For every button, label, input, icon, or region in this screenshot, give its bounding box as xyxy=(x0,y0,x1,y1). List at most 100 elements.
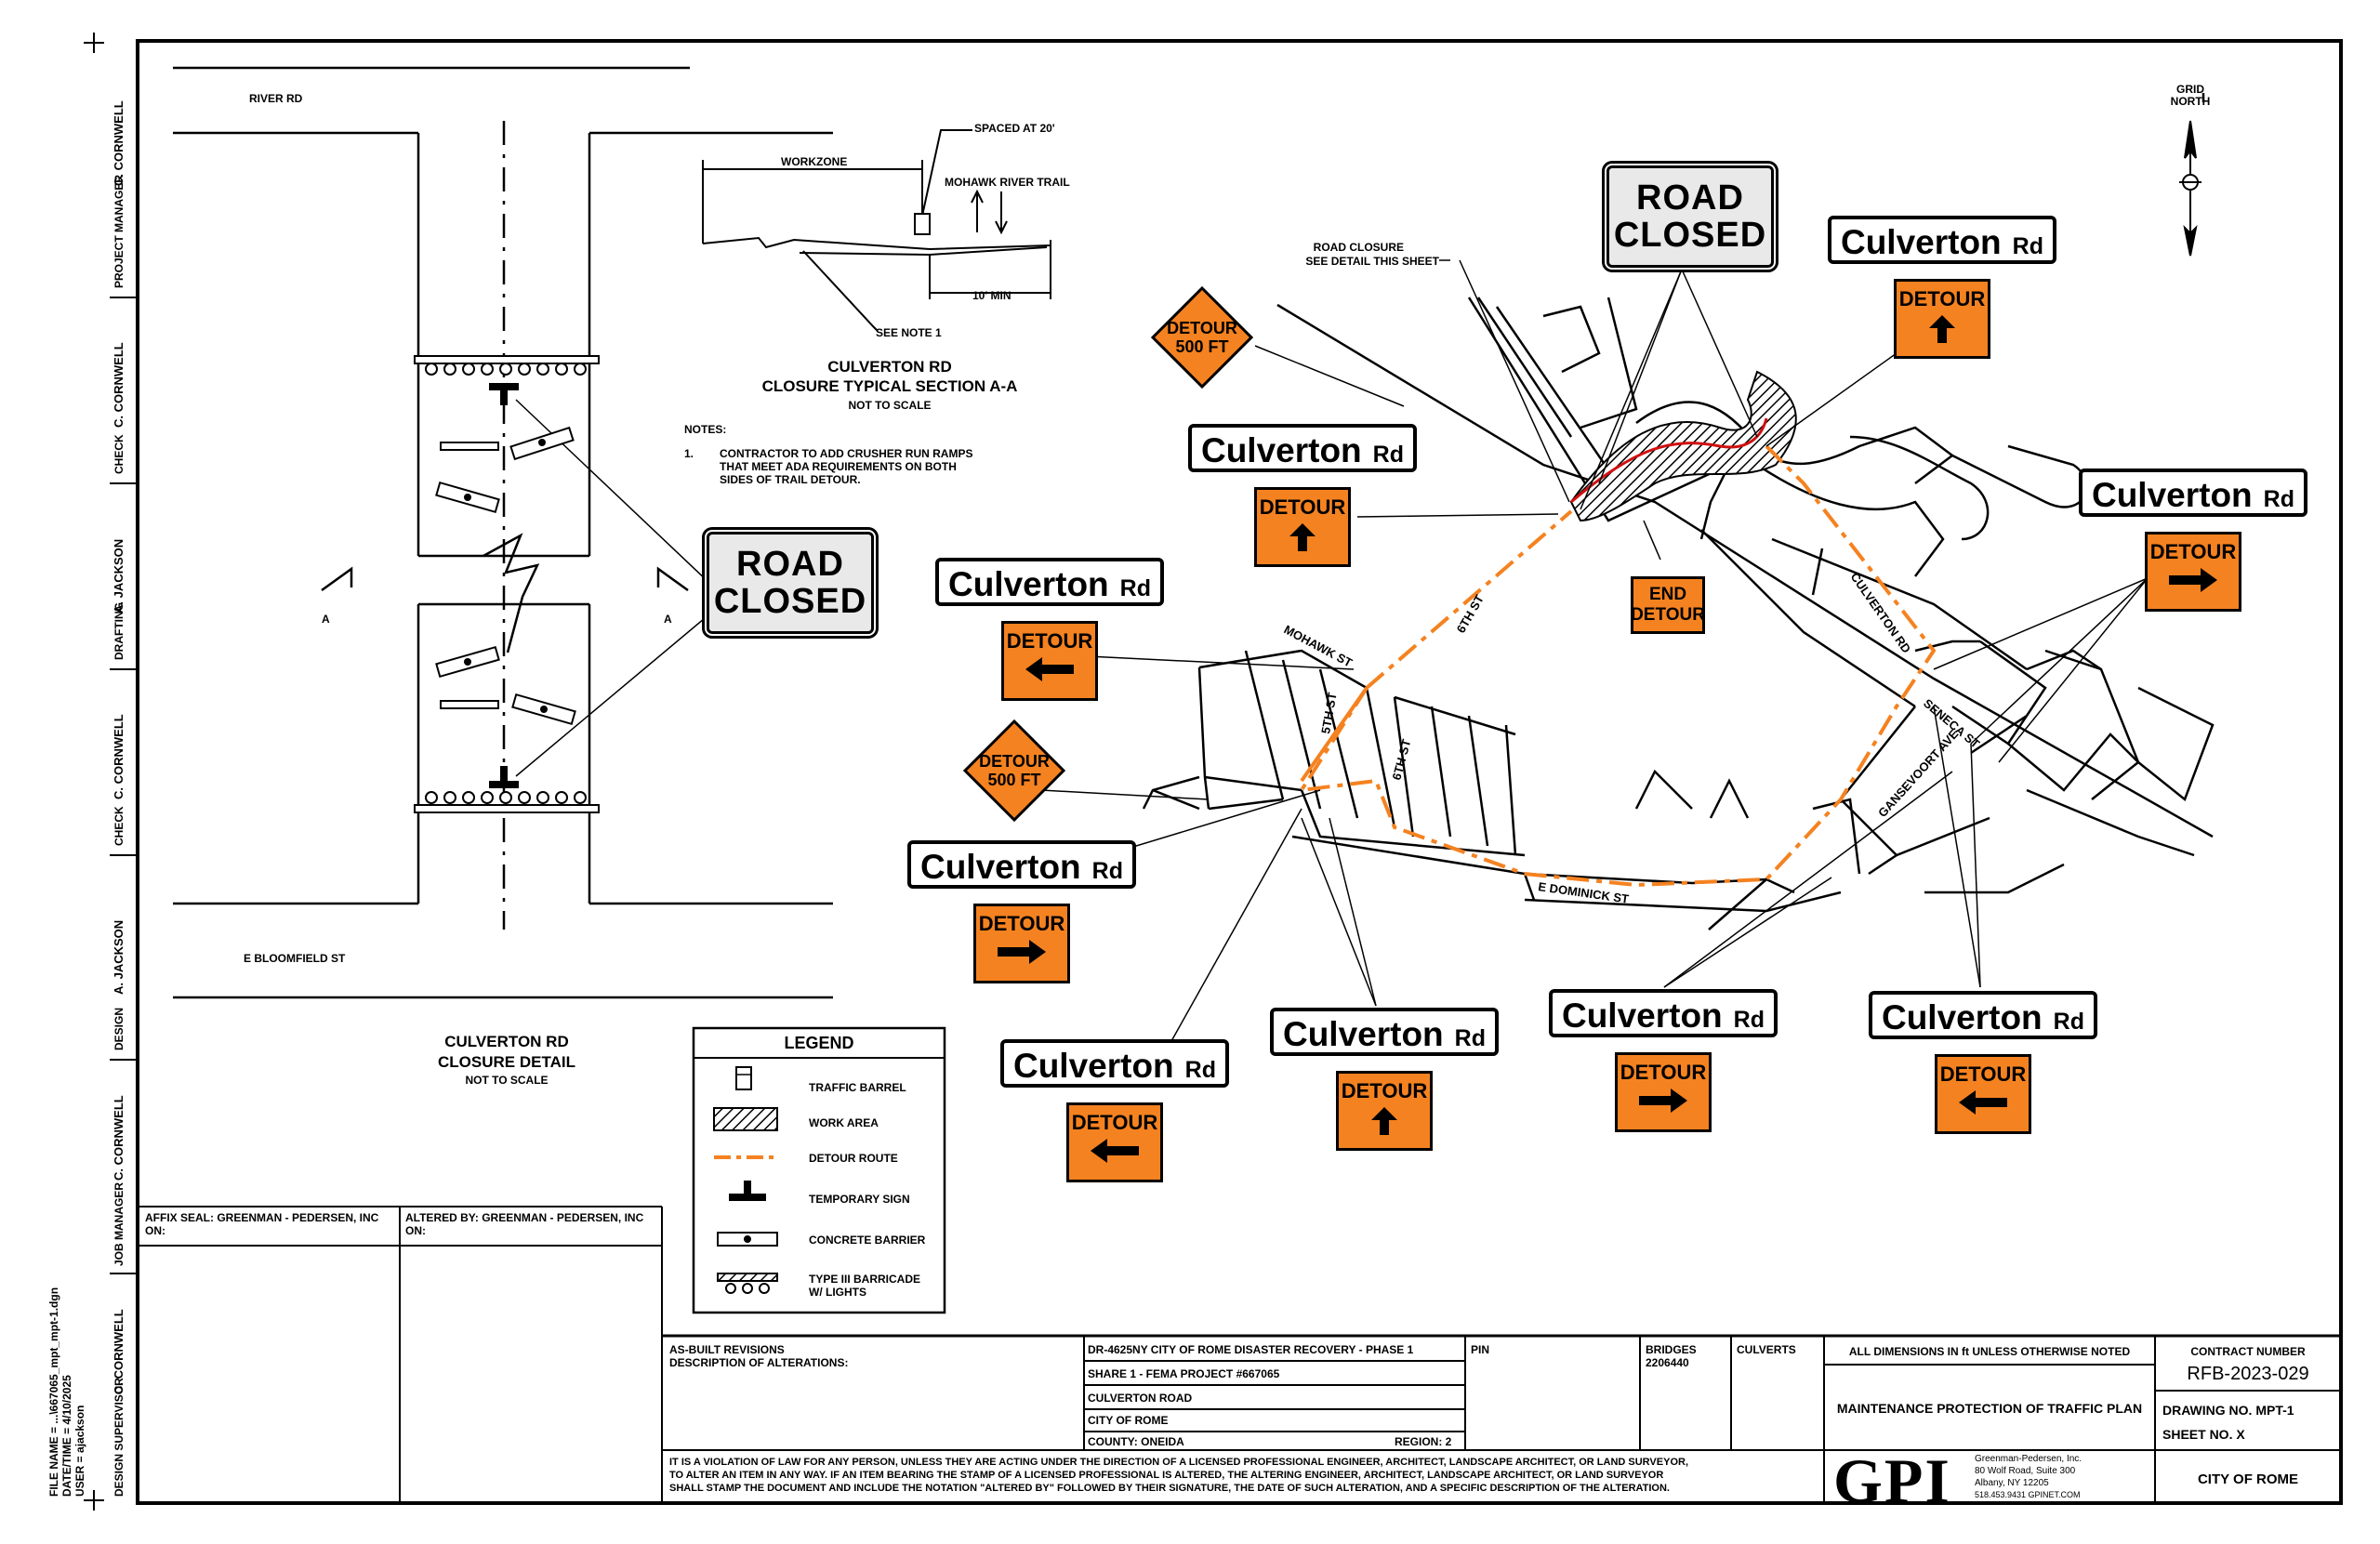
typical-section-title: CULVERTON RD xyxy=(827,358,952,376)
detour-route xyxy=(1298,444,1937,888)
city-label: CITY OF ROME xyxy=(2198,1471,2298,1487)
legend-box xyxy=(692,1026,946,1314)
workzone-label: WORKZONE xyxy=(781,155,847,168)
sheet-number: SHEET NO. X xyxy=(2162,1427,2245,1442)
contract-number: RFB-2023-029 xyxy=(2187,1364,2308,1384)
detour-panel: DETOUR xyxy=(1066,1102,1163,1182)
detour-label: DETOUR xyxy=(1898,287,1986,310)
dims-note: ALL DIMENSIONS IN ft UNLESS OTHERWISE NO… xyxy=(1849,1345,2131,1358)
legal-line-2: TO ALTER AN ITEM IN ANY WAY. IF AN ITEM … xyxy=(669,1470,1663,1481)
project-line-4: CITY OF ROME xyxy=(1088,1414,1168,1427)
detour-panel: DETOUR xyxy=(1615,1052,1712,1132)
spaced-label: SPACED AT 20' xyxy=(974,122,1055,135)
as-built-label: AS-BUILT REVISIONS xyxy=(669,1343,785,1356)
diamond-shape xyxy=(962,719,1066,823)
arrow-up-icon xyxy=(1929,315,1955,343)
closure-detail-title: CULVERTON RD xyxy=(444,1033,569,1050)
route-name: Culverton xyxy=(1561,996,1723,1035)
route-suffix: Rd xyxy=(2263,486,2294,512)
detour-panel: DETOUR xyxy=(973,904,1070,983)
project-line-2: SHARE 1 - FEMA PROJECT #667065 xyxy=(1088,1367,1280,1380)
road-closed-sign-detail: ROAD CLOSED xyxy=(705,530,876,636)
file-user: USER = ajackson xyxy=(73,1405,86,1497)
arrow-up-icon xyxy=(1289,523,1316,551)
arrow-left-icon xyxy=(1959,1090,2007,1115)
role-check-1: CHECK xyxy=(112,434,126,474)
name-design-supervisor: C. CORNWELL xyxy=(112,1309,126,1394)
detour-panel: DETOUR xyxy=(1336,1071,1433,1151)
file-name: FILE NAME = ...\667065_mpt_mpt-1.dgn xyxy=(47,1287,60,1497)
e-bloomfield-st-label: E BLOOMFIELD ST xyxy=(244,952,346,965)
desc-alt-label: DESCRIPTION OF ALTERATIONS: xyxy=(669,1356,848,1369)
typical-section-title2: CLOSURE TYPICAL SECTION A-A xyxy=(762,377,1018,395)
note-1-line-2: THAT MEET ADA REQUIREMENTS ON BOTH xyxy=(720,460,957,473)
street-mohawk-st: MOHAWK ST xyxy=(1282,622,1355,669)
closure-detail-scale: NOT TO SCALE xyxy=(465,1074,548,1087)
name-design: A. JACKSON xyxy=(112,920,126,995)
detour-label: DETOUR xyxy=(1341,1079,1428,1102)
legend-title: LEGEND xyxy=(784,1034,853,1052)
end-detour-sign: END DETOUR xyxy=(1631,576,1705,634)
gpi-address-4: 518.453.9431 GPINET.COM xyxy=(1975,1490,2081,1499)
road-closed-line-2: CLOSED xyxy=(1613,216,1767,255)
route-name: Culverton xyxy=(2091,476,2253,514)
name-check-2: C. CORNWELL xyxy=(112,714,126,799)
end-detour-line-2: DETOUR xyxy=(1631,605,1705,625)
legal-line-3: SHALL STAMP THE DOCUMENT AND INCLUDE THE… xyxy=(669,1483,1670,1494)
trail-barrel xyxy=(914,213,931,235)
river-rd-label: RIVER RD xyxy=(249,92,303,105)
road-closed-line-1: ROAD xyxy=(736,545,844,584)
route-name: Culverton xyxy=(1881,998,2043,1036)
file-date: DATE/TIME = 4/10/2025 xyxy=(60,1375,73,1497)
bridges-number: 2206440 xyxy=(1646,1356,1689,1369)
legend-traffic-barrel: TRAFFIC BARREL xyxy=(809,1081,906,1094)
left-strip-text: PROJECT MANAGER C. CORNWELL CHECK C. COR… xyxy=(47,100,126,1497)
legend-barricade: TYPE III BARRICADE xyxy=(809,1273,920,1286)
road-closure-note-2: SEE DETAIL THIS SHEET xyxy=(1305,255,1439,268)
detour-ahead-line-1: DETOUR xyxy=(979,752,1050,771)
detour-label: DETOUR xyxy=(1620,1061,1707,1084)
trail-label: MOHAWK RIVER TRAIL xyxy=(945,176,1070,189)
route-name-panel: Culverton Rd xyxy=(1869,991,2097,1039)
role-drafting: DRAFTING xyxy=(112,602,126,660)
arrow-right-icon xyxy=(1639,1089,1687,1113)
role-project-manager: PROJECT MANAGER xyxy=(112,175,126,288)
detour-panel: DETOUR xyxy=(1935,1054,2031,1134)
contract-number-label: CONTRACT NUMBER xyxy=(2190,1345,2306,1358)
registration-marks xyxy=(84,33,104,1511)
detour-ahead-line-1: DETOUR xyxy=(1167,319,1237,337)
detour-ahead-line-2: 500 FT xyxy=(1175,337,1229,356)
affix-seal-on: ON: xyxy=(145,1224,165,1237)
name-drafting: A. JACKSON xyxy=(112,539,126,614)
detour-label: DETOUR xyxy=(1939,1062,2027,1086)
grid-north-arrow xyxy=(2179,120,2202,257)
affix-seal-label: AFFIX SEAL: GREENMAN - PEDERSEN, INC xyxy=(145,1211,379,1224)
legend-temporary-sign: TEMPORARY SIGN xyxy=(809,1193,910,1206)
min-width-label: 10' MIN xyxy=(972,289,1012,302)
street-6th-st-lower: 6TH ST xyxy=(1389,738,1413,782)
diamond-fill xyxy=(962,719,1066,823)
county-label: COUNTY: ONEIDA xyxy=(1088,1435,1184,1448)
legal-line-1: IT IS A VIOLATION OF LAW FOR ANY PERSON,… xyxy=(669,1457,1688,1468)
typical-section-drawing xyxy=(702,129,1051,332)
project-line-1: DR-4625NY CITY OF ROME DISASTER RECOVERY… xyxy=(1088,1343,1414,1356)
plan-streets xyxy=(1142,93,2215,930)
route-name: Culverton xyxy=(1840,223,2002,261)
grid-north-label-2: NORTH xyxy=(2171,95,2211,108)
road-closed-line-2: CLOSED xyxy=(713,582,867,621)
route-suffix: Rd xyxy=(2053,1009,2084,1035)
notes-heading: NOTES: xyxy=(684,423,726,436)
detour-label: DETOUR xyxy=(1071,1111,1158,1134)
name-check-1: C. CORNWELL xyxy=(112,342,126,428)
